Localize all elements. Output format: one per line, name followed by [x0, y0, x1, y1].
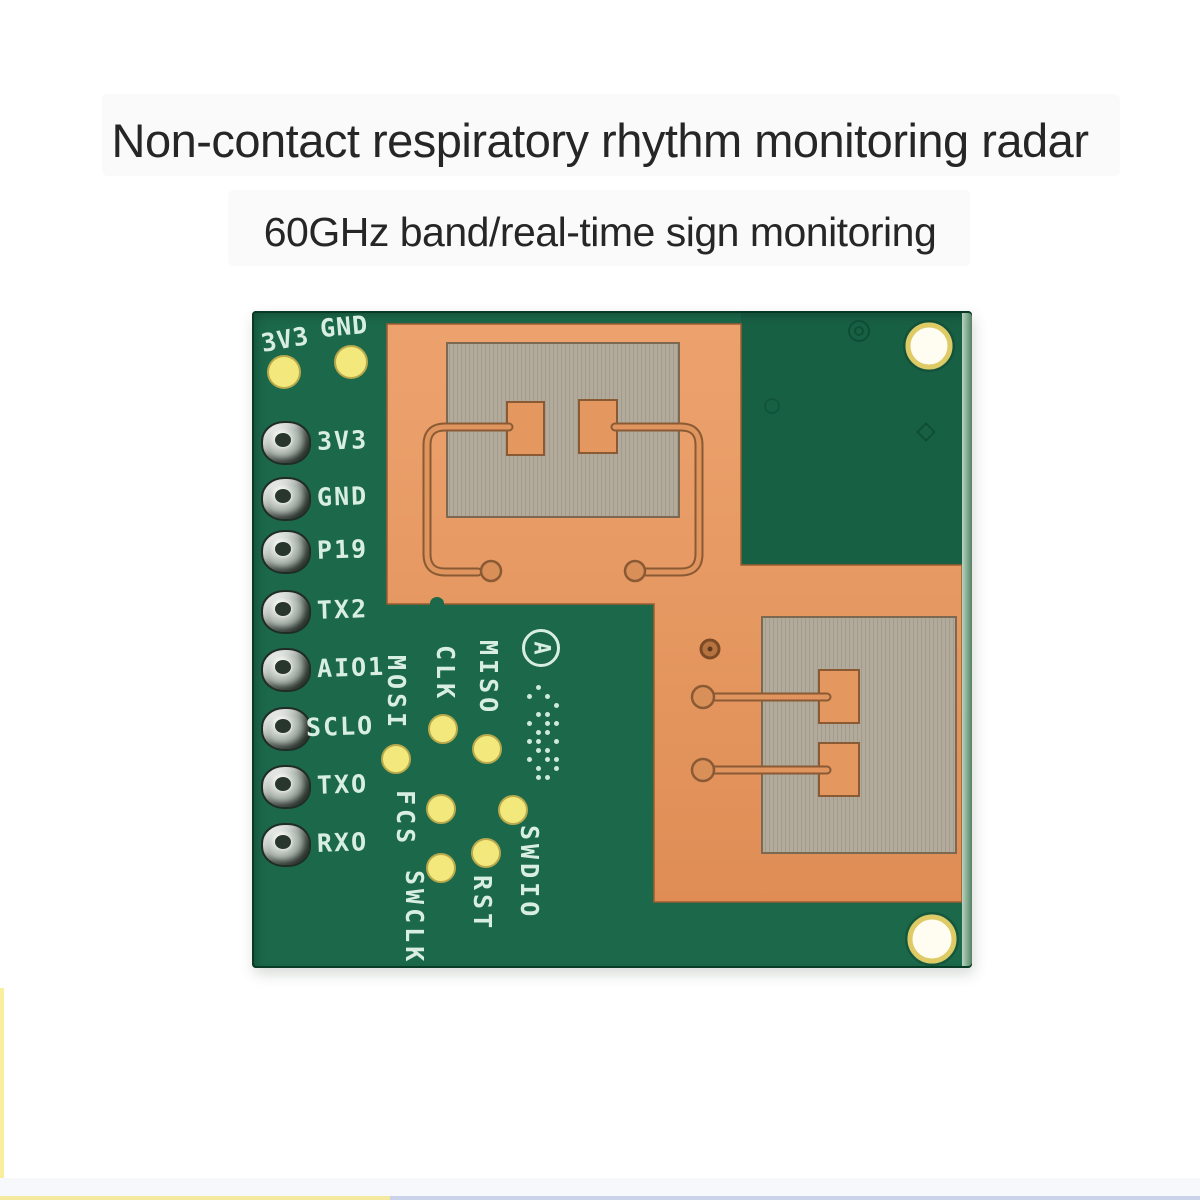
antenna-trace-top-right — [610, 422, 704, 577]
pin-label: SCLO — [305, 710, 375, 743]
pin-row-gnd: GND — [252, 476, 452, 521]
silk-label-clk: CLK — [431, 645, 460, 703]
photo-border-artifact-bottom — [0, 1178, 1200, 1200]
trace-end-stub — [690, 684, 716, 710]
fiducial-mark — [848, 320, 870, 342]
through-hole-pad — [261, 765, 311, 809]
page-subtitle: 60GHz band/real-time sign monitoring — [263, 209, 937, 255]
silk-label-swclk: SWCLK — [400, 870, 429, 966]
pad-mosi — [381, 744, 411, 774]
antenna-trace-top-left — [422, 422, 514, 577]
swirl-mark — [764, 398, 780, 414]
heading-background-band — [102, 94, 1120, 176]
pad-3v3-top — [267, 355, 301, 389]
pin-row-p19: P19 — [252, 529, 452, 574]
pad-miso — [472, 734, 502, 764]
page-title: Non-contact respiratory rhythm monitorin… — [111, 114, 1089, 167]
antenna-patch-bottom — [761, 616, 957, 854]
photo-border-artifact-bottom-blue — [390, 1196, 1200, 1200]
pin-row-sclo: SCLO — [252, 706, 452, 751]
pcb-copper-artwork — [267, 320, 963, 966]
silk-label-mosi: MOSI — [382, 655, 411, 732]
matrix-code-mark — [527, 685, 563, 784]
screw-hole-bottom-right — [907, 914, 957, 964]
circled-a-logo: A — [522, 629, 560, 667]
screw-hole-top-right — [905, 322, 953, 370]
photo-border-artifact-bottom-yellow — [0, 1196, 390, 1200]
pin-label: RXO — [316, 827, 369, 858]
pin-row-3v3: 3V3 — [252, 420, 452, 465]
through-hole-pad — [261, 648, 311, 692]
pad-gnd-top — [334, 345, 368, 379]
through-hole-pad — [261, 421, 311, 465]
pad-rst — [471, 838, 501, 868]
through-hole-pad — [261, 590, 311, 634]
silk-label-miso: MISO — [474, 640, 503, 717]
silk-label-swdio: SWDIO — [515, 825, 544, 921]
pad-swdio — [498, 795, 528, 825]
pin-label: GND — [316, 481, 369, 512]
screw-hole-top-right-ring — [903, 320, 955, 372]
through-hole-pad — [261, 477, 311, 521]
radar-pcb-board: 3V3 GND 3V3 GND P19 TX2 AIO1 SCLO — [252, 309, 972, 968]
logo-letter: A — [529, 641, 554, 655]
silk-label-rst: RST — [468, 875, 497, 933]
solder-mask-notch — [430, 597, 444, 610]
silk-label-gnd-top: GND — [318, 309, 370, 344]
pin-label: P19 — [316, 534, 369, 565]
pad-swclk — [426, 853, 456, 883]
photo-border-artifact-left — [0, 988, 4, 1200]
screw-hole-bottom-right-ring — [905, 912, 959, 966]
pad-clk — [428, 714, 458, 744]
pcb-side-edge — [962, 313, 972, 966]
fiducial-inner-ring — [854, 326, 864, 336]
subheading-background-band — [228, 190, 970, 266]
pad-fcs — [426, 794, 456, 824]
trace-end-stub — [479, 559, 503, 583]
pin-label: TXO — [316, 769, 369, 800]
pin-row-txo: TXO — [252, 764, 452, 809]
pin-row-aio1: AIO1 — [252, 647, 452, 692]
trace-end-stub — [690, 757, 716, 783]
pin-label: TX2 — [316, 594, 369, 625]
pin-row-tx2: TX2 — [252, 589, 452, 634]
trace-end-stub — [623, 559, 647, 583]
pin-label: 3V3 — [316, 425, 369, 456]
through-hole-pad — [261, 823, 311, 867]
silk-label-fcs: FCS — [391, 790, 420, 848]
through-hole-pad — [261, 707, 311, 751]
via-hole — [707, 646, 713, 652]
pin-row-rxo: RXO — [252, 822, 452, 867]
through-hole-pad — [261, 530, 311, 574]
pin-label: AIO1 — [316, 651, 386, 684]
